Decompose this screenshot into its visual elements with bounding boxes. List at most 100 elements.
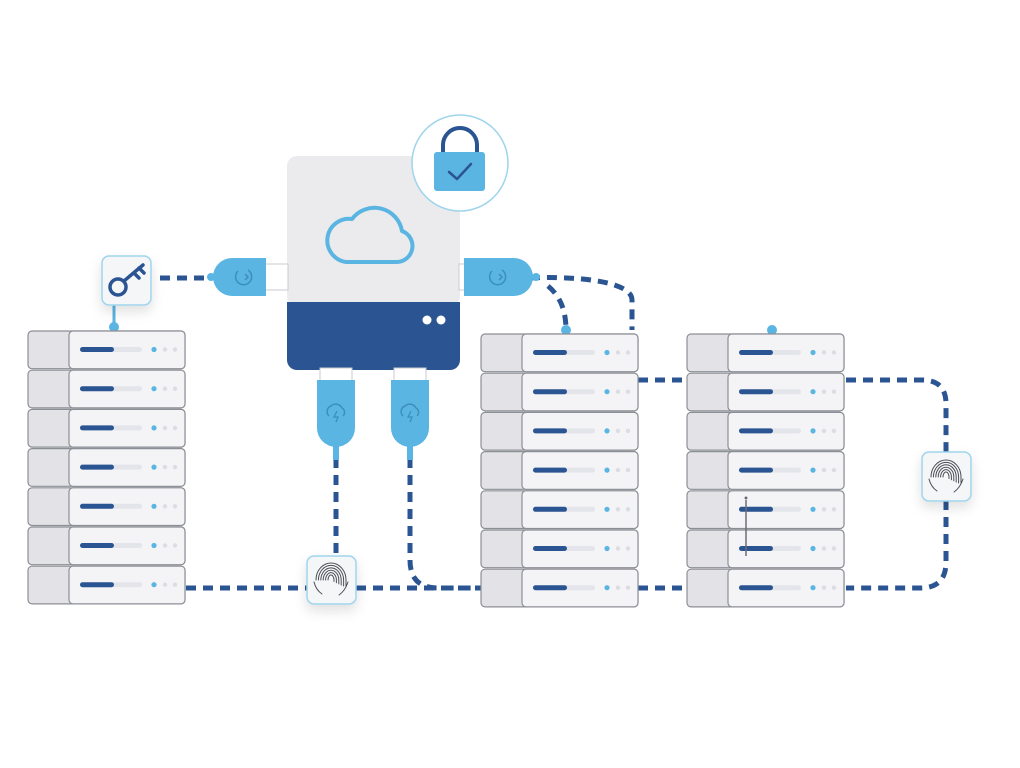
server-led-off	[831, 350, 837, 355]
server-led-off	[831, 428, 837, 434]
server-led-off	[625, 467, 631, 473]
server-led-off	[625, 546, 631, 551]
server-drive-bar	[80, 464, 114, 470]
server-unit	[686, 529, 845, 569]
cloud-bolt-icon	[400, 403, 420, 417]
server-led-off	[821, 389, 827, 394]
dashed-connection-line	[546, 284, 569, 331]
server-drive-bar	[80, 386, 114, 392]
server-led-off	[162, 582, 168, 587]
fingerprint-ridge	[322, 569, 340, 585]
server-unit	[27, 369, 186, 409]
server-led-off	[625, 350, 631, 355]
server-led	[810, 349, 816, 356]
server-drive-bar	[533, 585, 567, 591]
server-drive-bar	[533, 467, 567, 473]
plug-collar	[263, 263, 289, 291]
server-led-off	[172, 582, 178, 587]
rack-connector-nub	[561, 325, 571, 335]
server-led	[151, 542, 157, 549]
server-led-off	[172, 347, 178, 352]
fingerprint-ridge	[940, 469, 952, 481]
server-rack	[480, 333, 639, 608]
fingerprint-icon	[928, 459, 964, 493]
server-unit	[480, 372, 639, 412]
fingerprint-ridge	[932, 461, 960, 484]
server-led-off	[172, 425, 178, 431]
plug-tip	[207, 273, 215, 281]
server-led-off	[162, 425, 168, 431]
server-led-off	[831, 507, 837, 512]
server-unit	[686, 568, 845, 608]
server-led-off	[615, 507, 621, 512]
dashed-connection-line	[529, 275, 635, 330]
server-led-off	[615, 585, 621, 590]
server-led-off	[821, 350, 827, 355]
usb-plugs	[207, 258, 540, 460]
server-led	[810, 506, 816, 512]
hub-top-panel	[287, 156, 460, 306]
server-led	[604, 428, 610, 434]
connection-lines	[109, 275, 949, 591]
server-unit	[686, 333, 845, 373]
hub-status-light	[422, 315, 432, 325]
server-unit	[686, 372, 845, 412]
fingerprint-ridge	[325, 572, 337, 584]
server-led-off	[821, 428, 827, 434]
fingerprint-badge-frame	[921, 451, 972, 502]
server-unit	[480, 568, 639, 608]
lightning-icon	[406, 410, 413, 423]
fingerprint-ridge	[942, 471, 950, 479]
server-led-off	[162, 464, 168, 470]
dashed-connection-line	[846, 500, 949, 591]
server-led-off	[615, 389, 621, 394]
usb-plug-icon	[458, 258, 540, 296]
server-led-off	[172, 464, 178, 470]
server-drive-bar	[533, 546, 567, 551]
usb-plug-icon	[207, 258, 289, 296]
server-unit	[27, 565, 186, 605]
server-rack	[27, 330, 186, 605]
server-led-off	[615, 350, 621, 355]
server-drive-bar	[533, 506, 567, 512]
usb-plug-icon	[391, 367, 429, 460]
cloud-icon	[325, 205, 415, 264]
server-drive-bar	[739, 428, 773, 434]
plug-body	[213, 258, 266, 296]
server-led	[604, 389, 610, 395]
server-led-off	[831, 546, 837, 551]
server-drive-bar	[739, 506, 773, 512]
server-unit	[480, 529, 639, 569]
server-led-off	[821, 546, 827, 551]
server-led-off	[615, 546, 621, 551]
server-unit	[480, 333, 639, 373]
server-led-off	[162, 504, 168, 509]
server-led-off	[831, 467, 837, 473]
plug-collar	[319, 367, 353, 383]
server-drive-bar	[739, 467, 773, 473]
server-drive-bar	[739, 585, 773, 591]
plug-cable-stub	[407, 444, 413, 460]
rack-cable-tip	[744, 496, 748, 500]
server-drive-bar	[739, 350, 773, 355]
server-led-off	[172, 386, 178, 391]
fingerprint-icon	[313, 562, 349, 596]
server-led-off	[162, 386, 168, 391]
server-unit	[27, 526, 186, 566]
fingerprint-badge	[921, 451, 972, 502]
server-led	[810, 545, 816, 552]
server-drive-bar	[80, 347, 114, 352]
server-unit	[480, 490, 639, 530]
server-led	[151, 425, 157, 431]
fingerprint-ridge	[937, 466, 955, 482]
server-led-off	[625, 389, 631, 394]
server-led-off	[162, 543, 168, 548]
fingerprint-ridge	[313, 581, 349, 596]
server-led	[604, 545, 610, 552]
server-drive-bar	[80, 582, 114, 588]
hub-bottom-panel	[287, 302, 460, 370]
check-icon	[447, 162, 473, 181]
server-led-off	[172, 543, 178, 548]
hub-status-light	[436, 315, 446, 325]
fingerprint-ridge	[327, 574, 335, 582]
